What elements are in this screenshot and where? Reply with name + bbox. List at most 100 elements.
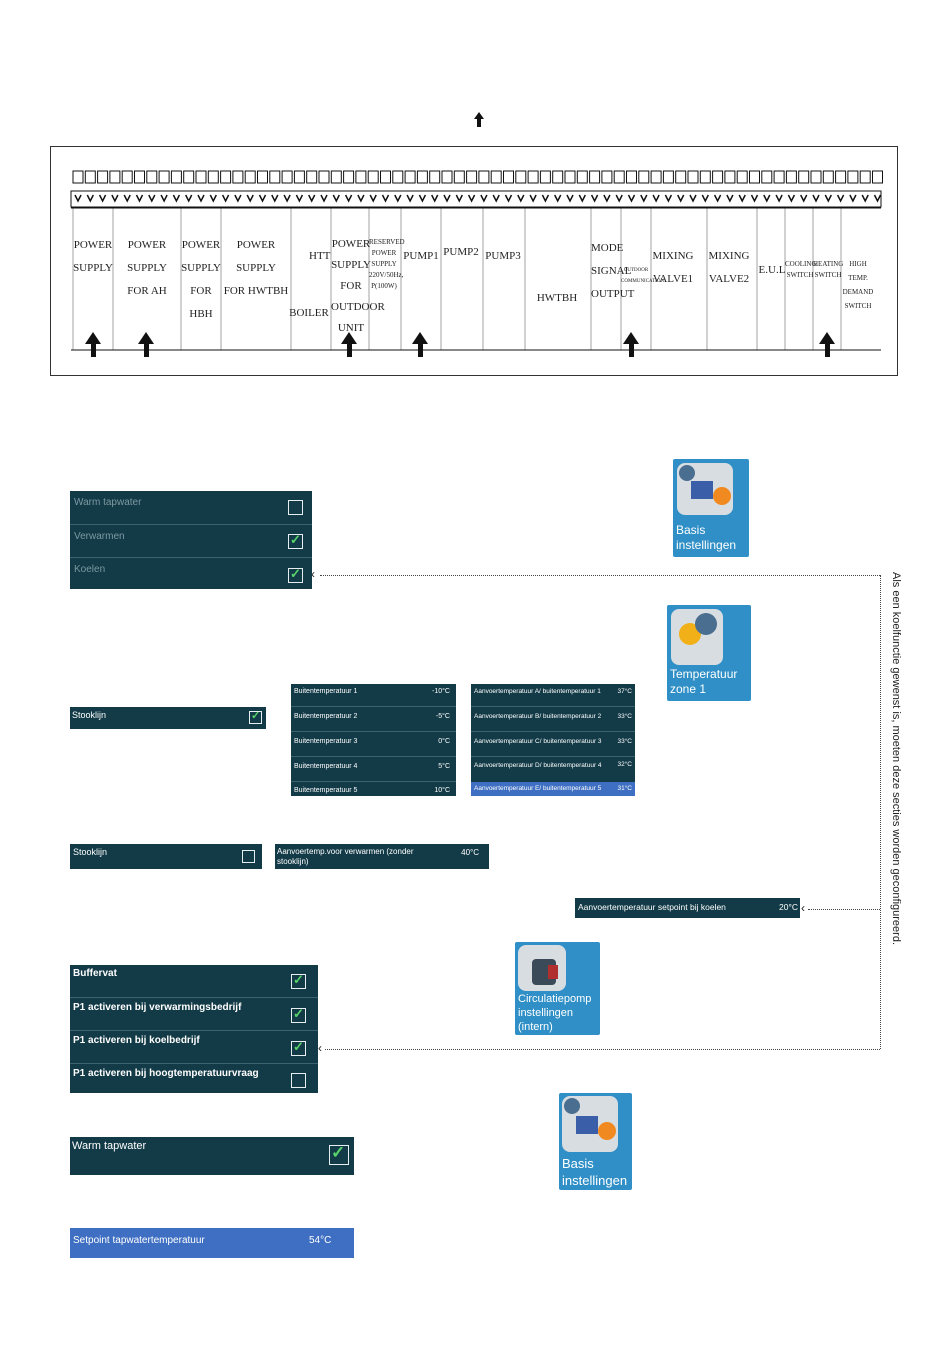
basis-instellingen-tile[interactable]: Basis instellingen bbox=[559, 1093, 632, 1190]
list-item[interactable]: Aanvoertemperatuur A/ buitentemperatuur … bbox=[474, 688, 632, 695]
dotted-connector bbox=[808, 909, 880, 910]
dotted-connector bbox=[320, 575, 880, 576]
temperatuur-zone-tile[interactable]: Temperatuur zone 1 bbox=[667, 605, 751, 701]
terminal bbox=[539, 170, 551, 184]
list-item[interactable]: Aanvoertemperatuur C/ buitentemperatuur … bbox=[471, 731, 635, 754]
terminal-screw bbox=[726, 194, 734, 203]
label-pump2: PUMP2 bbox=[443, 246, 479, 258]
basis-instellingen-tile[interactable]: Basis instellingen bbox=[673, 459, 749, 557]
label-heating-switch: HEATING SWITCH bbox=[813, 260, 844, 279]
circulatiepomp-tile[interactable]: Circulatiepomp instellingen (intern) bbox=[515, 942, 600, 1035]
label-power-supply-hwtbh: POWER SUPPLY FOR HWTBH bbox=[223, 239, 289, 297]
terminal-screw bbox=[787, 194, 796, 203]
checkbox-p1-hoogtemp[interactable] bbox=[291, 1073, 306, 1088]
terminal-screw bbox=[713, 194, 722, 203]
terminal-screw bbox=[738, 194, 746, 203]
aanvoertemp-zonder-row[interactable]: Aanvoertemp.voor verwarmen (zonder stook… bbox=[275, 844, 489, 869]
terminal bbox=[453, 170, 465, 184]
terminal-screw bbox=[431, 194, 439, 203]
terminal bbox=[589, 170, 601, 184]
mode-panel: Warm tapwater Verwarmen ✓ Koelen ✓ bbox=[70, 491, 312, 589]
koelen-setpoint-row[interactable]: Aanvoertemperatuur setpoint bij koelen 2… bbox=[575, 898, 800, 918]
terminal bbox=[97, 170, 109, 184]
terminal-screw bbox=[578, 194, 586, 203]
checkbox-p1-verwarming[interactable]: ✓ bbox=[291, 1006, 306, 1023]
terminal bbox=[699, 170, 711, 184]
terminal bbox=[318, 170, 330, 184]
terminal-screw bbox=[627, 194, 636, 203]
terminal bbox=[257, 170, 268, 184]
check-icon: ✓ bbox=[251, 710, 261, 722]
list-item[interactable]: Buitentemperatuur 1-10°C bbox=[294, 688, 450, 695]
terminal-screw bbox=[308, 194, 316, 203]
terminal-screw bbox=[775, 194, 783, 203]
checkbox-buffervat[interactable]: ✓ bbox=[291, 972, 306, 989]
list-item[interactable]: Koelen ✓ bbox=[70, 557, 312, 590]
label-pump3: PUMP3 bbox=[485, 250, 521, 262]
terminal-screw bbox=[160, 194, 168, 203]
terminal bbox=[662, 170, 674, 184]
label-power-supply: POWER SUPPLY bbox=[73, 239, 113, 274]
side-note: Als een koelfunctie gewenst is, moeten d… bbox=[890, 572, 902, 945]
terminal-screw bbox=[185, 194, 193, 203]
list-item[interactable]: P1 activeren bij koelbedrijf ✓ bbox=[70, 1030, 318, 1063]
label-htt: HTT bbox=[309, 250, 331, 262]
list-item[interactable]: P1 activeren bij hoogtemperatuurvraag bbox=[70, 1063, 318, 1094]
label-mixing-valve2: MIXING VALVE2 bbox=[708, 250, 750, 285]
setpoint-tapwater-row[interactable]: Setpoint tapwatertemperatuur 54°C bbox=[70, 1228, 354, 1258]
list-item[interactable]: Aanvoertemperatuur B/ buitentemperatuur … bbox=[471, 706, 635, 729]
stooklijn-row[interactable]: Stooklijn bbox=[70, 844, 262, 869]
terminal-screw bbox=[554, 194, 562, 203]
terminal-screw bbox=[148, 194, 156, 203]
terminal bbox=[773, 170, 785, 184]
list-item[interactable]: Warm tapwater bbox=[70, 491, 312, 524]
arrow-left-icon: ‹ bbox=[311, 567, 315, 581]
terminal-screw bbox=[812, 194, 820, 203]
terminal-screw bbox=[873, 194, 882, 203]
terminal-screw bbox=[480, 194, 488, 203]
list-item[interactable]: Verwarmen ✓ bbox=[70, 524, 312, 558]
checkbox-koelen[interactable]: ✓ bbox=[288, 566, 303, 583]
terminal-screw bbox=[111, 194, 119, 203]
warm-tapwater-row[interactable]: Warm tapwater ✓ bbox=[70, 1137, 354, 1175]
dotted-connector bbox=[880, 575, 881, 1049]
list-item[interactable]: Aanvoertemperatuur D/ buitentemperatuur … bbox=[471, 756, 635, 782]
checkbox-stooklijn[interactable]: ✓ bbox=[249, 710, 262, 724]
terminal-screw bbox=[234, 194, 242, 203]
checkbox-warm-tapwater[interactable] bbox=[288, 500, 303, 515]
list-item[interactable]: Buffervat ✓ bbox=[70, 965, 318, 997]
check-icon: ✓ bbox=[290, 566, 301, 581]
checkbox-warm-tapwater[interactable]: ✓ bbox=[329, 1143, 349, 1165]
list-item[interactable]: Buitentemperatuur 2-5°C bbox=[291, 706, 456, 729]
checkbox-verwarmen[interactable]: ✓ bbox=[288, 532, 303, 549]
terminal-screw bbox=[590, 194, 599, 203]
arrow-left-icon: ‹ bbox=[801, 901, 805, 915]
terminal bbox=[220, 170, 232, 184]
checkbox-stooklijn[interactable] bbox=[242, 850, 255, 863]
terminal bbox=[749, 170, 760, 184]
buitentemperatuur-list: Buitentemperatuur 1-10°C Buitentemperatu… bbox=[291, 684, 456, 796]
terminal-screw bbox=[861, 194, 869, 203]
terminal bbox=[183, 170, 195, 184]
terminal-screw bbox=[332, 194, 340, 203]
list-item-selected[interactable]: Aanvoertemperatuur E/ buitentemperatuur … bbox=[471, 782, 635, 796]
list-item[interactable]: P1 activeren bij verwarmingsbedrijf ✓ bbox=[70, 997, 318, 1030]
terminal bbox=[712, 170, 724, 184]
terminal-screw bbox=[849, 194, 857, 203]
terminal-screw bbox=[320, 194, 328, 203]
dotted-connector bbox=[325, 1049, 880, 1050]
checkbox-p1-koel[interactable]: ✓ bbox=[291, 1039, 306, 1056]
terminal bbox=[195, 170, 207, 184]
terminal-screw bbox=[640, 194, 648, 203]
stooklijn-row[interactable]: Stooklijn ✓ bbox=[70, 707, 266, 729]
terminal bbox=[244, 170, 256, 184]
terminal-screw bbox=[246, 194, 254, 203]
terminal bbox=[269, 170, 281, 184]
terminal bbox=[798, 170, 810, 184]
terminal bbox=[478, 170, 490, 184]
label-power-supply-hbh: POWER SUPPLY FOR HBH bbox=[181, 239, 221, 320]
terminal-screw bbox=[824, 194, 832, 203]
